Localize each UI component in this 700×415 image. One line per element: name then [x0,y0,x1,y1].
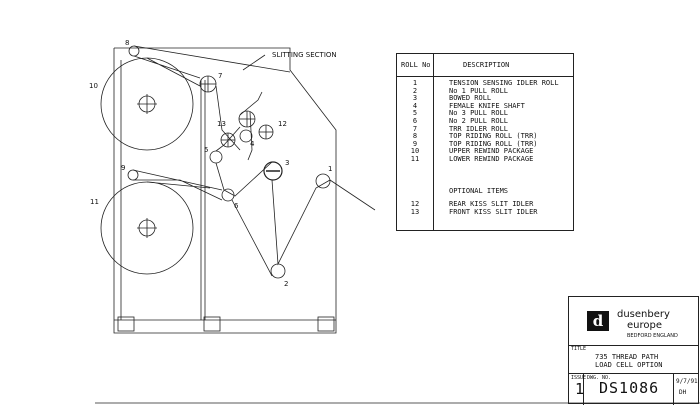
company-logo-area: d dusenbery europe BEDFORD ENGLAND [569,297,698,346]
table-row: 4 FEMALE KNIFE SHAFT [397,102,573,110]
drawing-number-label: DWG. NO. [587,375,612,381]
company-location: BEDFORD ENGLAND [627,333,678,339]
roll-number-cell: 8 [412,132,418,141]
header-roll-no: ROLL No [401,61,431,69]
roll-1 [315,173,331,189]
table-row: 3 BOWED ROLL [397,94,573,102]
drawn-by-initials: DH [679,389,687,396]
roll-description-cell: REAR KISS SLIT IDLER [449,200,534,208]
foot-right [317,316,335,332]
roll-label-10: 10 [89,82,98,90]
roll-label-2: 2 [284,280,288,288]
drawing-date: 9/7/91 [676,378,698,385]
issue-number: 1 [575,380,585,398]
roll-description-cell: TRR IDLER ROLL [449,124,509,133]
header-description: DESCRIPTION [463,61,510,69]
roll-rows: 1 TENSION SENSING IDLER ROLL 2 No 1 PULL RO… [397,79,573,163]
roll-label-11: 11 [90,198,99,206]
slitting-section-label: SLITTING SECTION [272,51,337,59]
table-row: 13 FRONT KISS SLIT IDLER [397,208,573,216]
roll-label-1: 1 [328,165,332,173]
company-logo-icon: d [587,311,609,331]
table-row: 7 TRR IDLER ROLL [397,125,573,133]
roll-number-cell: 6 [412,116,418,125]
table-row: 11 LOWER REWIND PACKAGE [397,155,573,163]
roll-3 [263,161,283,181]
roll-number-cell: 3 [412,94,418,103]
roll-number-cell: 13 [410,207,420,216]
roll-description-cell: No 1 PULL ROLL [449,86,509,95]
roll-label-6: 6 [234,202,239,210]
roll-label-7: 7 [218,72,222,80]
table-row: 12 REAR KISS SLIT IDLER [397,200,573,208]
table-row: 2 No 1 PULL ROLL [397,87,573,95]
roll-description-cell: TENSION SENSING IDLER ROLL [449,79,559,87]
roll-4b [239,129,253,143]
roll-number-cell: 11 [410,154,420,163]
company-name-line1: dusenbery [617,309,670,320]
roll-description-cell: FRONT KISS SLIT IDLER [449,207,538,216]
table-row: 8 TOP RIDING ROLL (TRR) [397,132,573,140]
thread-path-mid [215,111,376,266]
roll-description-cell: UPPER REWIND PACKAGE [449,147,534,156]
drawing-title-line1: 735 THREAD PATH [595,353,659,361]
roll-description-cell: TOP RIDING ROLL (TRR) [449,139,538,148]
roll-description-cell: BOWED ROLL [449,94,492,103]
thread-path-upper [133,45,291,151]
roll-2 [270,263,286,279]
roll-description-cell: No 2 PULL ROLL [449,116,509,125]
foot-left [117,316,135,332]
roll-description-cell: TOP RIDING ROLL (TRR) [449,132,538,141]
issue-label: ISSUE [571,375,587,381]
roll-label-13: 13 [217,120,226,128]
roll-description-table: ROLL No DESCRIPTION 1 TENSION SENSING IDL… [396,53,574,231]
table-header: ROLL No DESCRIPTION [397,54,573,77]
table-row: 1 TENSION SENSING IDLER ROLL [397,79,573,87]
title-block: d dusenbery europe BEDFORD ENGLAND TITLE… [568,296,699,405]
machine-frame [113,47,337,334]
roll-8 [128,45,140,57]
optional-rows: 12 REAR KISS SLIT IDLER 13 FRONT KISS SLIT … [397,200,573,216]
roll-description-cell: FEMALE KNIFE SHAFT [449,101,525,110]
roll-5 [209,150,223,164]
roll-number-cell: 10 [410,147,420,156]
roll-number-cell: 1 [412,79,418,87]
drawing-number: DS1086 [599,379,660,397]
roll-label-8: 8 [125,39,129,47]
company-name-line2: europe [627,320,662,331]
table-row: 5 No 3 PULL ROLL [397,109,573,117]
roll-description-cell: No 3 PULL ROLL [449,109,509,118]
thread-path-lower [132,169,273,277]
roll-label-3: 3 [285,159,289,167]
table-row: 9 TOP RIDING ROLL (TRR) [397,140,573,148]
roll-label-5: 5 [204,146,208,154]
foot-mid [203,316,221,332]
table-row: 6 No 2 PULL ROLL [397,117,573,125]
section-leader [242,54,266,71]
title-label: TITLE [571,346,587,352]
roll-number-cell: 7 [412,124,418,133]
roll-label-9: 9 [121,164,125,172]
drawing-title-line2: LOAD CELL OPTION [595,361,663,369]
roll-number-cell: 5 [412,109,418,118]
table-row: 10 UPPER REWIND PACKAGE [397,147,573,155]
roll-description-cell: LOWER REWIND PACKAGE [449,154,534,163]
roll-label-4: 4 [250,140,255,148]
roll-label-12: 12 [278,120,287,128]
roll-number-cell: 9 [412,139,418,148]
optional-items-title: OPTIONAL ITEMS [449,187,509,195]
roll-number-cell: 4 [412,101,418,110]
roll-number-cell: 12 [410,200,420,208]
roll-6 [221,188,235,202]
roll-number-cell: 2 [412,86,418,95]
roll-9 [127,169,139,181]
